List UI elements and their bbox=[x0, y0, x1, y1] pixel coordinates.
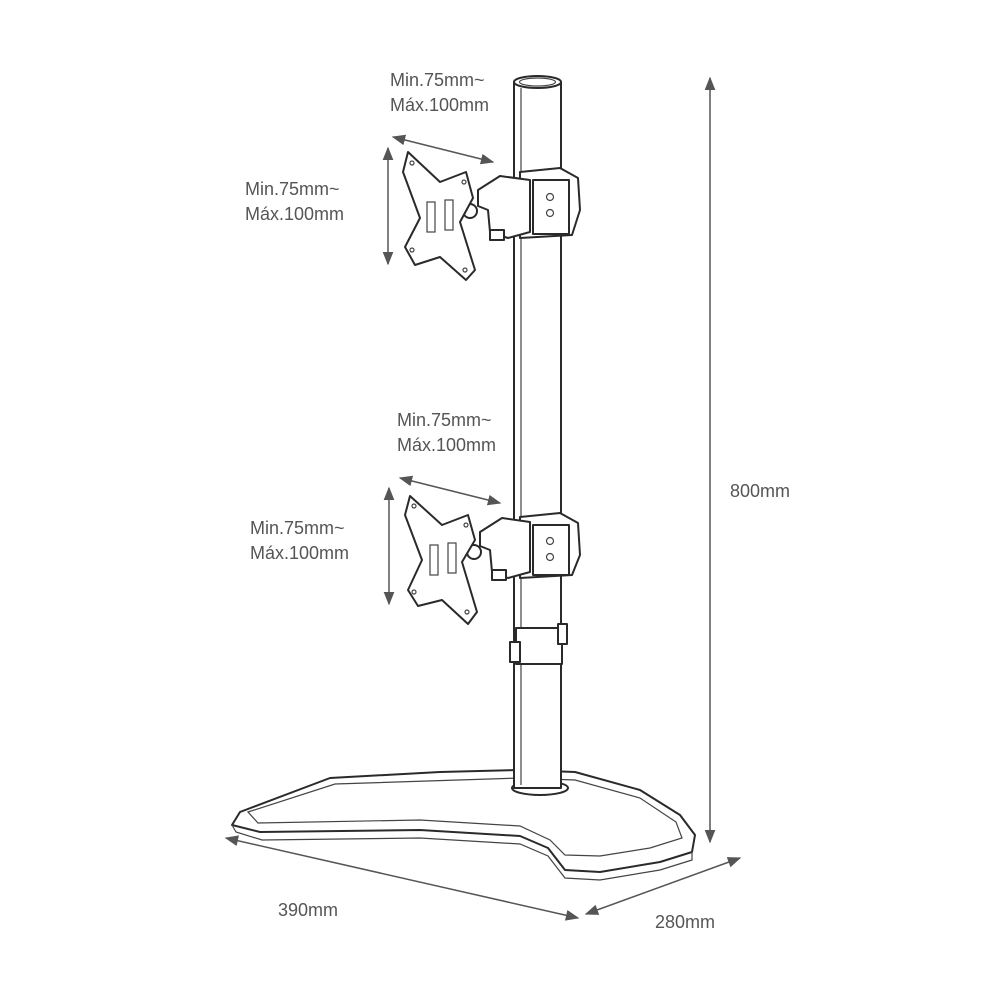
lower-vesa-horizontal-arrow bbox=[398, 475, 502, 506]
depth-dimension-arrow bbox=[584, 857, 742, 915]
lower-vesa-v-line2: Máx.100mm bbox=[250, 543, 349, 563]
upper-vesa-v-line2: Máx.100mm bbox=[245, 204, 344, 224]
lower-vesa-h-line2: Máx.100mm bbox=[397, 435, 496, 455]
height-label: 800mm bbox=[730, 481, 790, 501]
lower-vesa-v-line1: Min.75mm~ bbox=[250, 518, 345, 538]
lower-monitor-arm bbox=[404, 495, 581, 625]
lower-vesa-h-line1: Min.75mm~ bbox=[397, 410, 492, 430]
upper-vesa-v-line1: Min.75mm~ bbox=[245, 179, 340, 199]
upper-vesa-h-line1: Min.75mm~ bbox=[390, 70, 485, 90]
width-label: 390mm bbox=[278, 900, 338, 920]
base bbox=[231, 769, 696, 881]
upper-vesa-horizontal-arrow bbox=[391, 134, 495, 165]
depth-label: 280mm bbox=[655, 912, 715, 932]
cable-clip bbox=[509, 623, 568, 665]
width-dimension-arrow bbox=[224, 835, 580, 921]
upper-vesa-h-line2: Máx.100mm bbox=[390, 95, 489, 115]
upper-monitor-arm bbox=[402, 151, 581, 281]
